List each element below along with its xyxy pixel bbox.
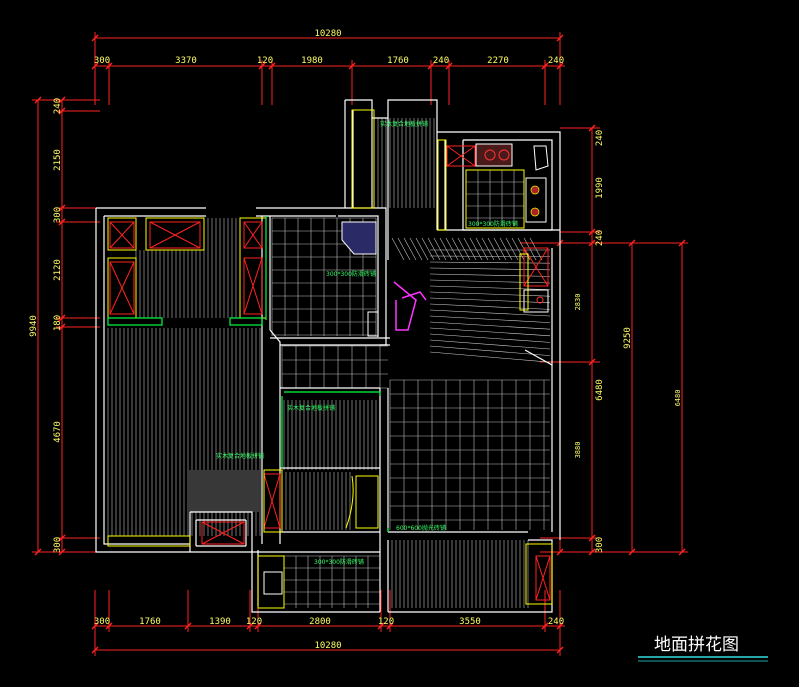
dimension-labels: 10280 300 3370 120 1980 1760 240 2270 24… bbox=[29, 29, 682, 651]
dim-left-3: 300 bbox=[53, 207, 63, 223]
kitchen-sink bbox=[475, 143, 513, 167]
dim-right-far: 6480 bbox=[674, 390, 682, 407]
vanity bbox=[367, 311, 379, 337]
wood-flooring bbox=[107, 118, 529, 608]
dim-top-5: 1760 bbox=[387, 56, 409, 66]
dim-left-2: 2150 bbox=[53, 149, 63, 171]
toilet bbox=[263, 571, 283, 595]
bottom-dimension-lines bbox=[91, 590, 565, 656]
dim-left-total: 9940 bbox=[29, 315, 39, 337]
annotations: 实木复合地板拼铺 300*300防滑砖铺 300*300防滑砖铺 实木复合地板拼… bbox=[216, 120, 518, 566]
dim-right-outer: 9250 bbox=[623, 327, 633, 349]
dim-bottom-1: 300 bbox=[94, 617, 110, 627]
dim-left-5: 180 bbox=[53, 315, 63, 331]
dim-left-6: 4670 bbox=[53, 421, 63, 443]
dim-right-3: 240 bbox=[595, 230, 605, 246]
note-hall-wood: 实木复合地板拼铺 bbox=[287, 404, 335, 412]
drawing-title: 地面拼花图 bbox=[654, 635, 739, 655]
top-dimension-lines bbox=[91, 32, 565, 105]
dim-top-6: 240 bbox=[433, 56, 449, 66]
tile-flooring bbox=[271, 169, 550, 608]
dim-top-3: 120 bbox=[257, 56, 273, 66]
dim-top-7: 2270 bbox=[487, 56, 509, 66]
dim-top-2: 3370 bbox=[175, 56, 197, 66]
stove bbox=[525, 177, 547, 223]
dim-right-7: 300 bbox=[595, 537, 605, 553]
dim-bottom-2: 1760 bbox=[139, 617, 161, 627]
note-kitchen: 300*300防滑砖铺 bbox=[468, 220, 518, 228]
shower-tray bbox=[341, 221, 377, 255]
dim-right-5: 6480 bbox=[595, 379, 605, 401]
dim-bottom-7: 3550 bbox=[459, 617, 481, 627]
dim-top-1: 300 bbox=[94, 56, 110, 66]
dim-bottom-8: 240 bbox=[548, 617, 564, 627]
dim-left-7: 300 bbox=[53, 537, 63, 553]
note-bottom-bath: 300*300防滑砖铺 bbox=[314, 558, 364, 566]
furniture-outlines bbox=[107, 109, 553, 609]
sink bbox=[523, 289, 549, 313]
walls bbox=[95, 99, 561, 613]
magenta-door-detail bbox=[393, 281, 417, 331]
green-sills bbox=[107, 216, 389, 532]
dim-bottom-total: 10280 bbox=[314, 641, 341, 651]
dim-bottom-6: 120 bbox=[378, 617, 394, 627]
dim-right-2: 1990 bbox=[595, 177, 605, 199]
note-balcony: 实木复合地板拼铺 bbox=[380, 120, 428, 128]
dim-left-1: 240 bbox=[53, 98, 63, 114]
dim-right-1: 240 bbox=[595, 130, 605, 146]
note-living-tile: 600*600抛光砖铺 bbox=[396, 524, 446, 532]
dim-top-8: 240 bbox=[548, 56, 564, 66]
note-bedroom-wood: 实木复合地板拼铺 bbox=[216, 452, 264, 460]
dim-top-4: 1980 bbox=[301, 56, 323, 66]
dim-bottom-4: 120 bbox=[246, 617, 262, 627]
dim-right-6: 3880 bbox=[574, 442, 582, 459]
dim-bottom-3: 1390 bbox=[209, 617, 231, 627]
dim-left-4: 2120 bbox=[53, 259, 63, 281]
note-bath: 300*300防滑砖铺 bbox=[326, 270, 376, 278]
dim-bottom-5: 2800 bbox=[309, 617, 331, 627]
fixtures bbox=[107, 109, 553, 609]
dim-top-total: 10280 bbox=[314, 29, 341, 39]
left-dimension-lines bbox=[32, 96, 100, 556]
dim-right-4: 2830 bbox=[574, 294, 582, 311]
